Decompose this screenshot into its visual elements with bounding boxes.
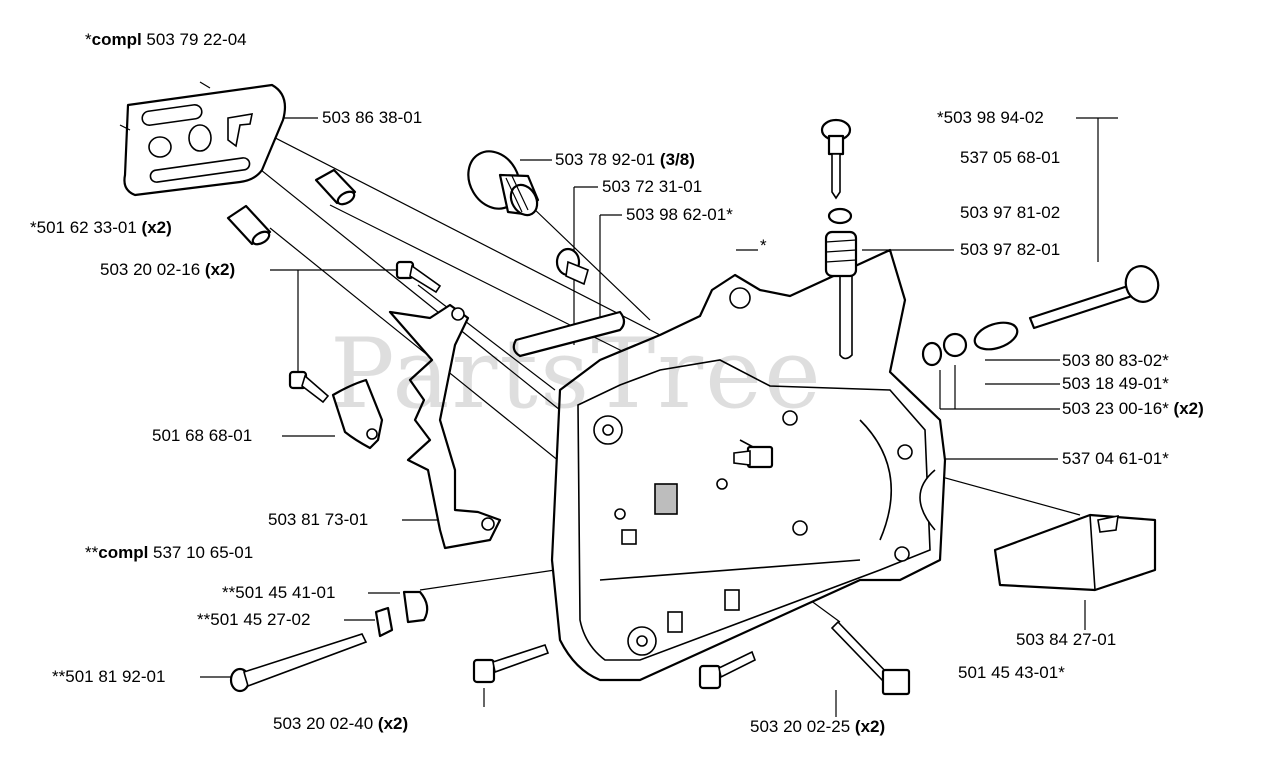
label-503-98-94-02[interactable]: *503 98 94-02 xyxy=(937,108,1044,127)
label-compl-main[interactable]: *compl 503 79 22-04 xyxy=(85,30,247,49)
long-screw xyxy=(229,590,429,693)
label-503-72-31-01[interactable]: 503 72 31-01 xyxy=(602,177,703,196)
label-501-68-68-01[interactable]: 501 68 68-01 xyxy=(152,426,253,445)
label-compl-sub[interactable]: **compl 537 10 65-01 xyxy=(85,543,254,562)
label-503-78-92-01[interactable]: 503 78 92-01 (3/8) xyxy=(555,150,695,169)
gasket-plate xyxy=(388,303,502,550)
label-537-05-68-01[interactable]: 537 05 68-01 xyxy=(960,148,1061,167)
label-503-23-00-16[interactable]: 503 23 00-16* (x2) xyxy=(1062,399,1204,418)
adjusting-screw xyxy=(921,265,1160,367)
rivet xyxy=(555,247,589,286)
tension-screw xyxy=(830,620,911,696)
label-503-20-02-25[interactable]: 503 20 02-25 (x2) xyxy=(750,717,886,736)
pin-bottom xyxy=(226,204,272,246)
label-star[interactable]: * xyxy=(760,236,767,255)
pin-top xyxy=(314,168,357,206)
label-501-45-27-02[interactable]: **501 45 27-02 xyxy=(197,610,311,629)
label-501-81-92-01[interactable]: **501 81 92-01 xyxy=(52,667,166,686)
chain-guide-block xyxy=(993,513,1157,592)
label-503-97-82-01[interactable]: 503 97 82-01 xyxy=(960,240,1061,259)
label-503-86-38-01[interactable]: 503 86 38-01 xyxy=(322,108,423,127)
label-501-62-33-01[interactable]: *501 62 33-01 (x2) xyxy=(30,218,172,237)
top-screw-assembly xyxy=(820,118,858,278)
leader-lines xyxy=(200,117,1118,717)
label-503-18-49-01[interactable]: 503 18 49-01* xyxy=(1062,374,1169,393)
watermark: PartsTree xyxy=(330,318,823,430)
bolt-top-left xyxy=(395,260,442,294)
label-501-45-41-01[interactable]: **501 45 41-01 xyxy=(222,583,336,602)
label-537-04-61-01[interactable]: 537 04 61-01* xyxy=(1062,449,1169,468)
oil-cap xyxy=(467,150,540,217)
label-503-97-81-02[interactable]: 503 97 81-02 xyxy=(960,203,1061,222)
label-503-81-73-01[interactable]: 503 81 73-01 xyxy=(268,510,369,529)
label-503-20-02-16[interactable]: 503 20 02-16 (x2) xyxy=(100,260,236,279)
guide-plate xyxy=(119,81,287,197)
clip-part xyxy=(331,378,384,450)
bolt-bottom-center xyxy=(472,644,550,684)
slider-bar xyxy=(512,310,626,358)
bolt-lower-left xyxy=(288,370,330,404)
label-503-20-02-40[interactable]: 503 20 02-40 (x2) xyxy=(273,714,409,733)
label-501-45-43-01[interactable]: 501 45 43-01* xyxy=(958,663,1065,682)
label-503-98-62-01[interactable]: 503 98 62-01* xyxy=(626,205,733,224)
bolt-bottom-right xyxy=(698,650,757,690)
label-503-84-27-01[interactable]: 503 84 27-01 xyxy=(1016,630,1117,649)
label-503-80-83-02[interactable]: 503 80 83-02* xyxy=(1062,351,1169,370)
adjuster-pin xyxy=(733,445,774,469)
